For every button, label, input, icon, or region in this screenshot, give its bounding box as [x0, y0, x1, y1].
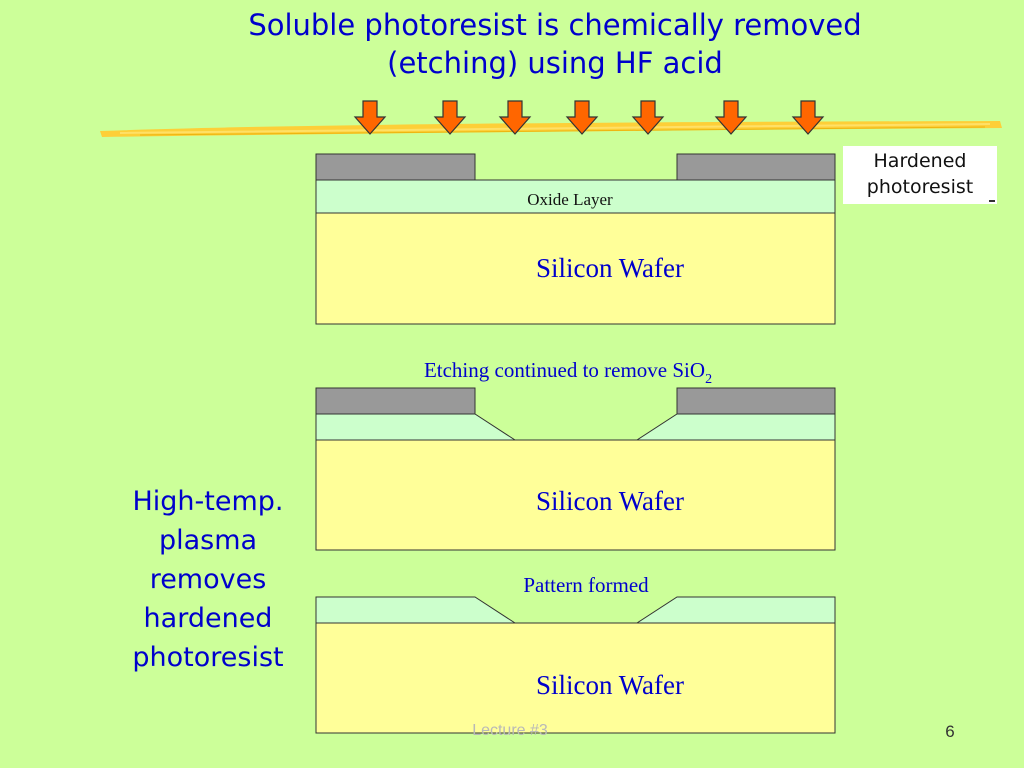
- arrow-down-icon: [714, 100, 748, 135]
- wafer-label-3: Silicon Wafer: [536, 670, 684, 700]
- arrow-down-icon: [433, 100, 467, 135]
- wafer-label-1: Silicon Wafer: [536, 253, 684, 283]
- side-note: High-temp. plasma removes hardened photo…: [108, 482, 308, 677]
- title-divider-stroke: [100, 121, 1002, 137]
- arrow-down-icon: [565, 100, 599, 135]
- legend-tick: [989, 200, 995, 202]
- arrow-down-icon: [353, 100, 387, 135]
- hardened-photoresist-legend: Hardened photoresist: [843, 146, 997, 204]
- etchant-arrows: [353, 100, 825, 135]
- side-note-line3: removes: [149, 564, 267, 595]
- oxide-left: [315, 413, 517, 441]
- wafer-label-2: Silicon Wafer: [536, 486, 684, 516]
- oxide-left: [315, 596, 517, 624]
- oxide-right: [635, 413, 836, 441]
- silicon-wafer: [315, 622, 836, 734]
- side-note-line2: plasma: [158, 525, 258, 556]
- photoresist-right: [676, 153, 836, 181]
- arrow-down-icon: [498, 100, 532, 135]
- side-note-line1: High-temp.: [132, 486, 284, 517]
- arrow-down-icon: [631, 100, 665, 135]
- silicon-wafer: [315, 439, 836, 551]
- oxide-right: [635, 596, 836, 624]
- etching-caption-sub: 2: [705, 372, 712, 387]
- arrow-down-icon: [791, 100, 825, 135]
- etching-caption-main: Etching continued to remove SiO: [424, 358, 705, 382]
- legend-line2: photoresist: [866, 176, 974, 198]
- diagram-1: [315, 153, 836, 325]
- slide-title-line1: Soluble photoresist is chemically remove…: [248, 8, 862, 42]
- side-note-line5: photoresist: [132, 642, 284, 673]
- silicon-wafer: [315, 212, 836, 325]
- diagram-2: [315, 387, 836, 551]
- oxide-layer: [315, 179, 836, 214]
- legend-line1: Hardened: [873, 150, 967, 172]
- etching-caption: Etching continued to remove SiO2: [424, 358, 712, 387]
- page-number: 6: [945, 722, 955, 741]
- footer-lecture: Lecture #3: [472, 722, 548, 739]
- diagram-3: [315, 596, 836, 734]
- photoresist-left: [315, 387, 476, 415]
- pattern-caption: Pattern formed: [523, 573, 649, 597]
- oxide-layer-label: Oxide Layer: [527, 190, 613, 209]
- slide-title-line2: (etching) using HF acid: [387, 46, 723, 80]
- side-note-line4: hardened: [143, 603, 273, 634]
- slide-title: Soluble photoresist is chemically remove…: [200, 6, 910, 82]
- photoresist-right: [676, 387, 836, 415]
- photoresist-left: [315, 153, 476, 181]
